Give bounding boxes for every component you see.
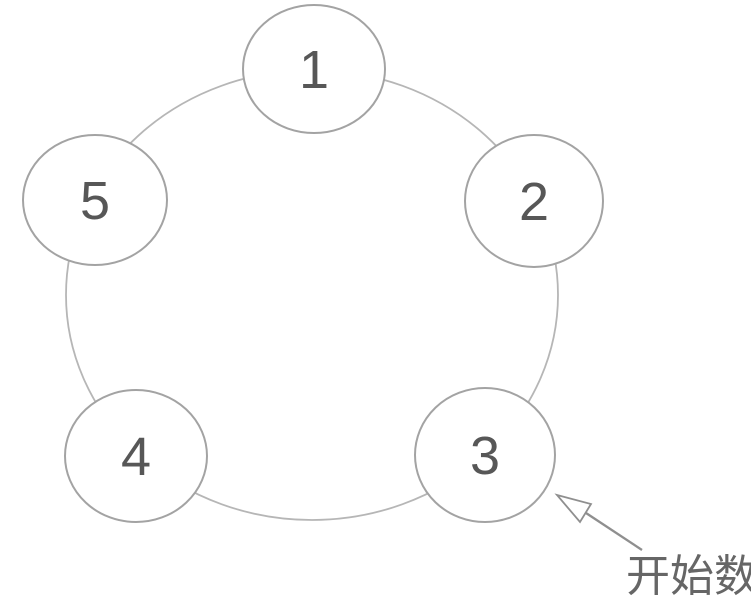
arrow-open-head <box>554 493 593 524</box>
nodes-group: 1 2 3 4 5 <box>22 4 604 523</box>
node-circle-1 <box>242 4 386 134</box>
start-pointer-arrow-icon <box>554 493 643 551</box>
node-label-1: 1 <box>299 40 329 100</box>
node-circle-3 <box>414 387 556 523</box>
node-circle-5 <box>22 134 168 266</box>
start-counting-label: 开始数 <box>626 551 751 602</box>
node-label-4: 4 <box>121 427 151 487</box>
node-label-2: 2 <box>519 172 549 232</box>
arrow-shaft <box>585 512 643 551</box>
node-circle-2 <box>464 134 604 268</box>
node-label-5: 5 <box>80 171 110 231</box>
node-circle-4 <box>64 389 208 523</box>
node-label-3: 3 <box>470 426 500 486</box>
